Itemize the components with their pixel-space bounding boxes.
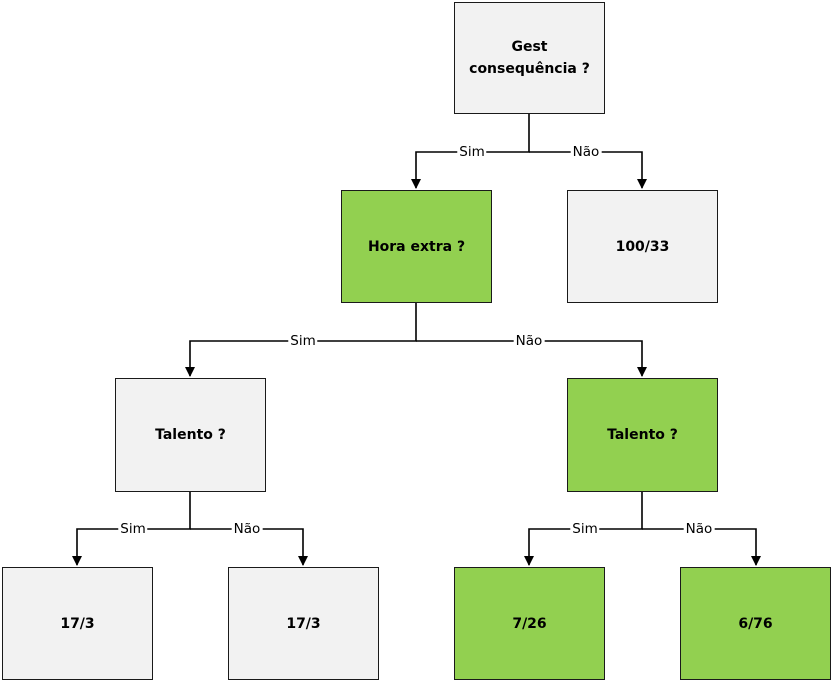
edge-label-root-nao: Não [570,144,602,160]
edge-label-tl-sim: Sim [118,521,148,537]
node-root-line1: Gest [511,39,548,55]
node-talento-right-label: Talento ? [607,427,678,443]
node-leaf-17-3-b: 17/3 [228,567,379,680]
node-hora-extra-label: Hora extra ? [367,238,466,255]
edge-label-tl-nao: Não [231,521,263,537]
node-leaf-17-3-a: 17/3 [2,567,153,680]
edge-tl-nao [190,528,308,566]
node-leaf-6-76: 6/76 [680,567,831,680]
edge-tr-nao [642,528,761,566]
edge-hora-nao [416,340,647,377]
edge-label-hora-nao: Não [513,333,545,349]
edge-label-hora-sim: Sim [288,333,318,349]
node-leaf-100-33: 100/33 [567,190,718,303]
node-talento-right: Talento ? [567,378,718,492]
node-leaf-100-33-label: 100/33 [615,238,670,255]
node-root: Gest consequência ? [454,2,605,114]
node-leaf-17-3-a-label: 17/3 [60,615,95,632]
node-talento-left-label: Talento ? [155,427,226,443]
node-root-line2: consequência ? [469,61,590,77]
node-hora-extra: Hora extra ? [341,190,492,303]
node-leaf-6-76-label: 6/76 [738,615,773,632]
edge-root-nao [529,151,647,189]
node-talento-left: Talento ? [115,378,266,492]
edge-label-tr-sim: Sim [570,521,600,537]
node-leaf-17-3-b-label: 17/3 [286,615,321,632]
edge-label-root-sim: Sim [457,144,487,160]
node-leaf-7-26-label: 7/26 [512,615,547,632]
edge-label-tr-nao: Não [683,521,715,537]
node-leaf-7-26: 7/26 [454,567,605,680]
